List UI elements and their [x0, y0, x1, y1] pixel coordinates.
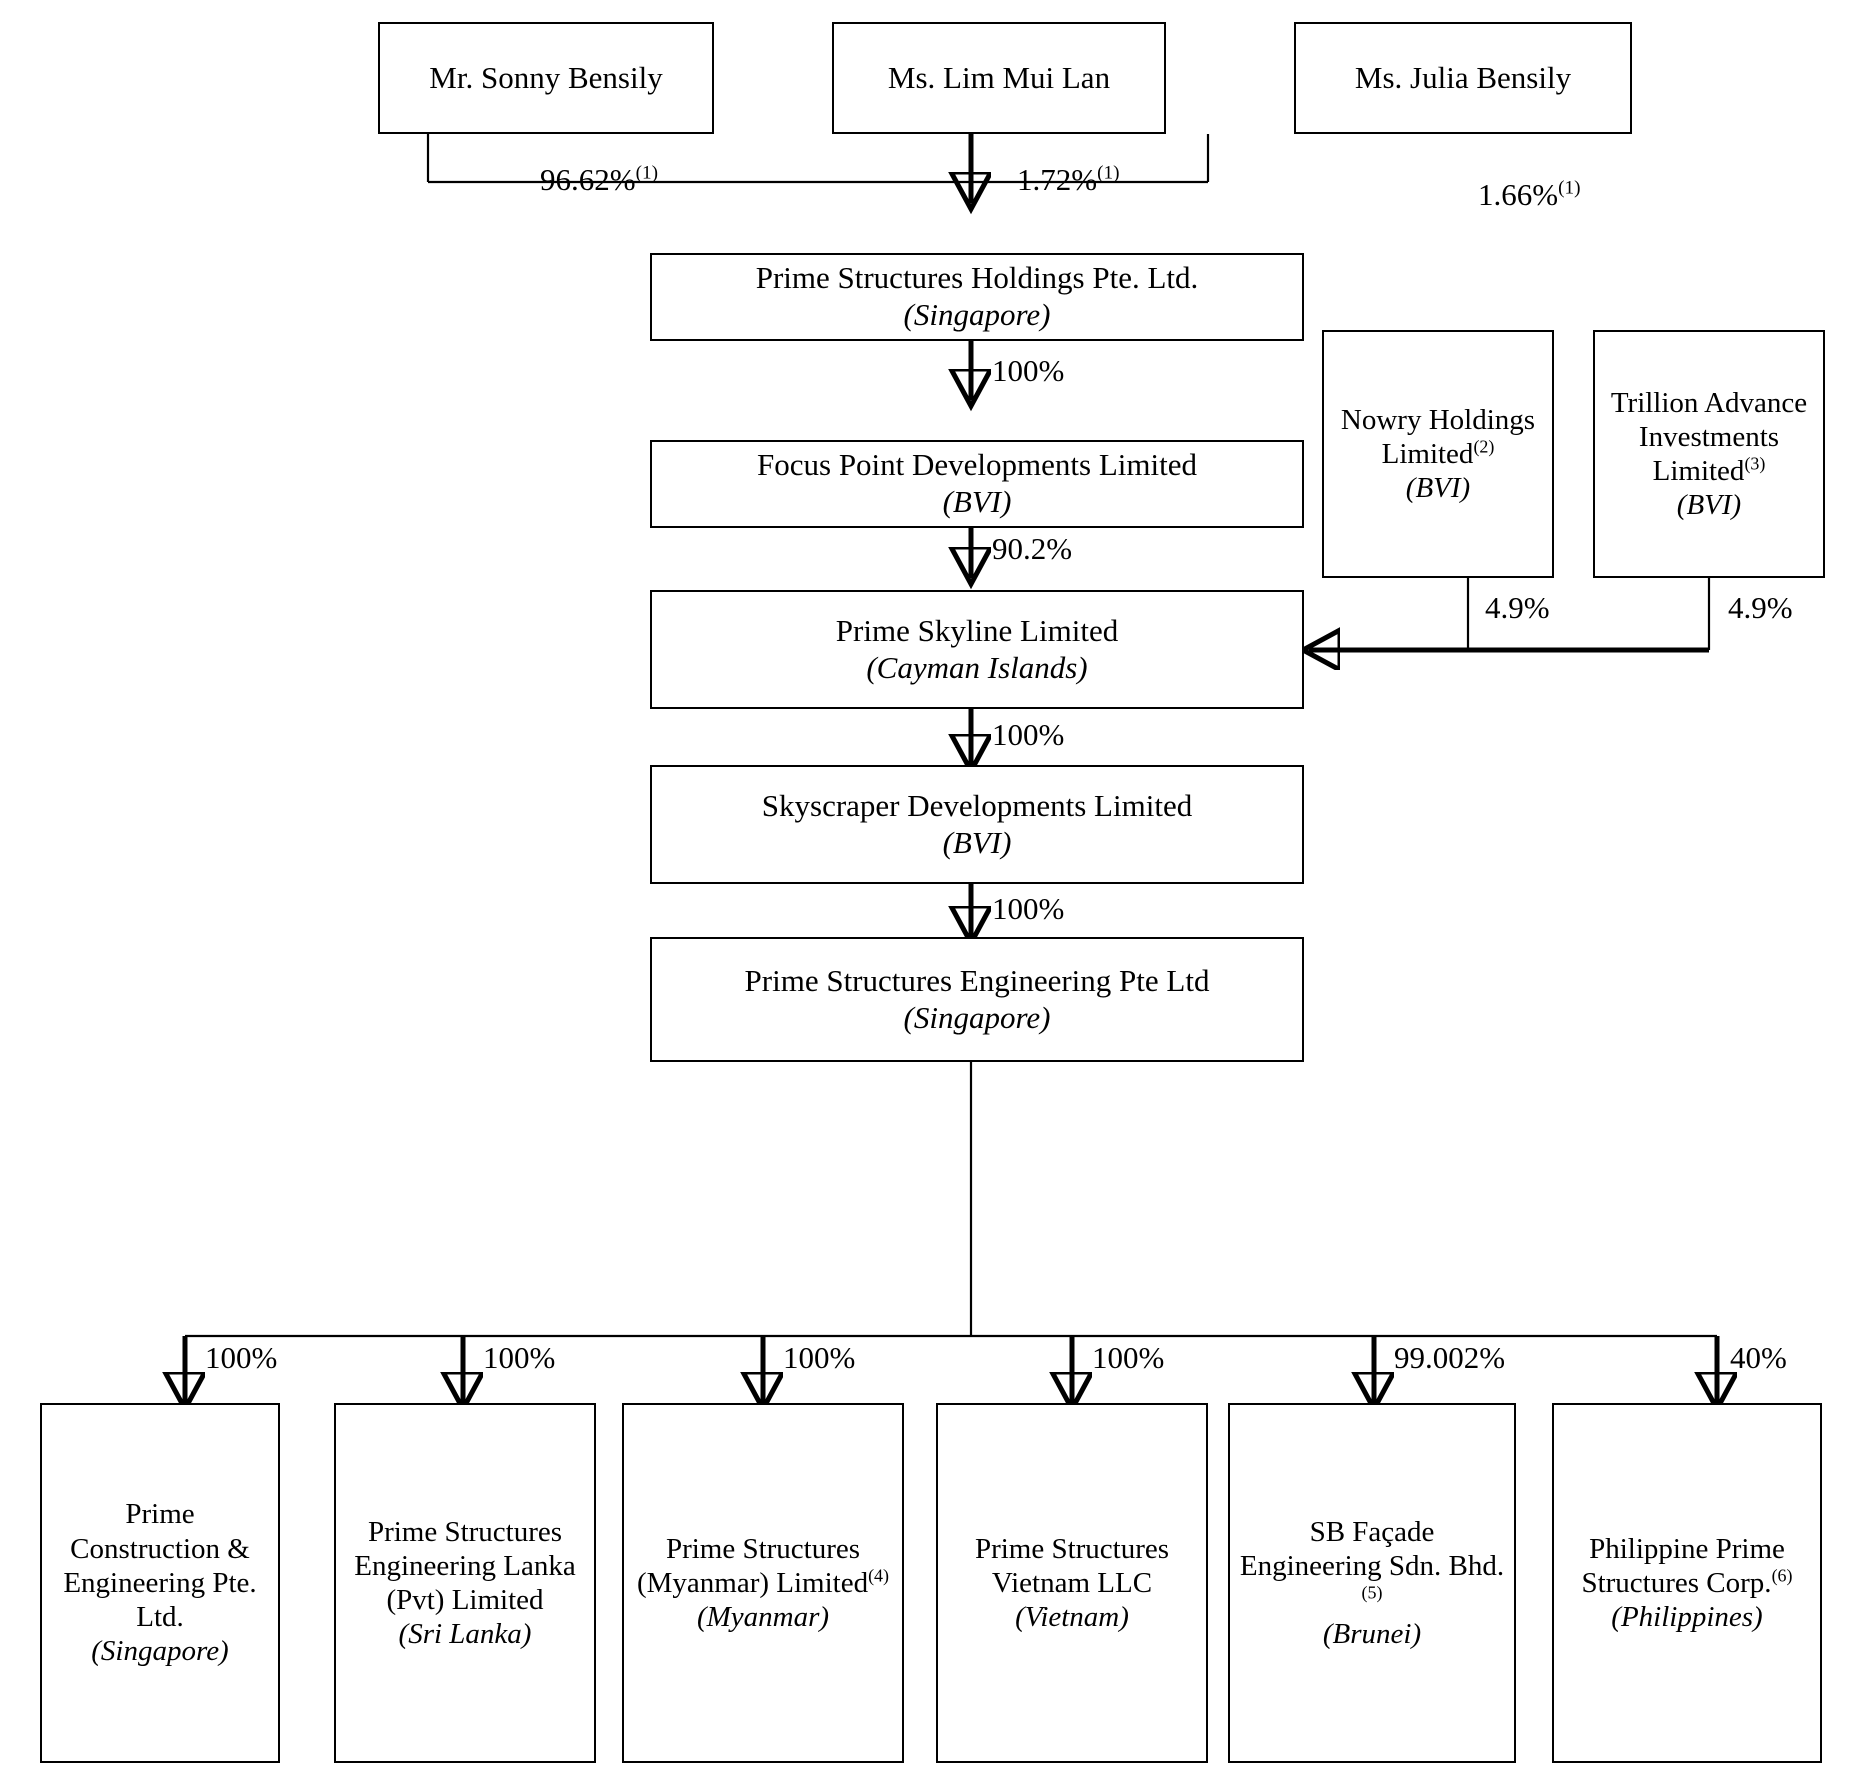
- node-jurisdiction: (Singapore): [903, 999, 1051, 1035]
- node-prime-skyline[interactable]: Prime Skyline Limited (Cayman Islands): [650, 590, 1304, 709]
- edge-label-trillion-to-skyline: 4.9%: [1728, 592, 1793, 623]
- node-jurisdiction: (Cayman Islands): [866, 649, 1088, 685]
- edge-percent: 4.9%: [1728, 590, 1793, 625]
- node-prime-structures-engineering[interactable]: Prime Structures Engineering Pte Ltd (Si…: [650, 937, 1304, 1062]
- node-jurisdiction: (BVI): [1405, 472, 1471, 505]
- edge-label-pse-to-myanmar: 100%: [783, 1342, 855, 1373]
- node-name-text: Nowry Holdings Limited: [1340, 403, 1536, 470]
- edge-label-skyscraper-to-pse: 100%: [992, 893, 1064, 924]
- node-jurisdiction: (Vietnam): [1015, 1601, 1129, 1634]
- node-footnote: (5): [1361, 1582, 1383, 1603]
- node-prime-structures-myanmar[interactable]: Prime Structures (Myanmar) Limited(4) (M…: [622, 1403, 904, 1763]
- edge-percent: 96.62%: [540, 162, 636, 197]
- edge-label-julia-to-psh: 1.66%(1): [1478, 179, 1580, 210]
- node-trillion-advance-investments[interactable]: Trillion Advance Investments Limited(3) …: [1593, 330, 1825, 578]
- edge-label-pse-to-vietnam: 100%: [1092, 1342, 1164, 1373]
- edge-label-nowry-to-skyline: 4.9%: [1485, 592, 1550, 623]
- node-sb-facade-engineering[interactable]: SB Façade Engineering Sdn. Bhd.(5) (Brun…: [1228, 1403, 1516, 1763]
- edge-percent: 100%: [483, 1340, 556, 1375]
- node-footnote: (6): [1771, 1565, 1793, 1586]
- edge-footnote: (1): [1558, 177, 1581, 199]
- edge-footnote: (1): [635, 162, 658, 184]
- edge-percent: 40%: [1730, 1340, 1787, 1375]
- node-prime-structures-engineering-lanka[interactable]: Prime Structures Engineering Lanka (Pvt)…: [334, 1403, 596, 1763]
- node-sonny-bensily[interactable]: Mr. Sonny Bensily: [378, 22, 714, 134]
- edge-label-focus-to-skyline: 90.2%: [992, 533, 1072, 564]
- node-focus-point-developments[interactable]: Focus Point Developments Limited (BVI): [650, 440, 1304, 528]
- node-label: SB Façade Engineering Sdn. Bhd.(5): [1236, 1515, 1508, 1618]
- node-jurisdiction: (Brunei): [1322, 1618, 1422, 1651]
- node-label: Prime Skyline Limited: [835, 612, 1119, 648]
- edge-label-pse-to-philippine: 40%: [1730, 1342, 1787, 1373]
- node-prime-structures-holdings[interactable]: Prime Structures Holdings Pte. Ltd. (Sin…: [650, 253, 1304, 341]
- edge-percent: 1.66%: [1478, 177, 1559, 212]
- node-name-text: Philippine Prime Structures Corp.: [1581, 1532, 1785, 1599]
- node-label: Ms. Julia Bensily: [1354, 59, 1572, 95]
- edge-percent: 100%: [205, 1340, 278, 1375]
- node-prime-structures-vietnam[interactable]: Prime Structures Vietnam LLC (Vietnam): [936, 1403, 1208, 1763]
- edge-label-pse-to-pce: 100%: [205, 1342, 277, 1373]
- node-label: Focus Point Developments Limited: [757, 447, 1197, 483]
- edge-percent: 4.9%: [1485, 590, 1550, 625]
- node-jurisdiction: (BVI): [942, 824, 1012, 860]
- edge-label-lim-to-psh: 1.72%(1): [1017, 164, 1119, 195]
- node-name-text: Prime Structures (Myanmar) Limited: [636, 1532, 869, 1599]
- node-jurisdiction: (Myanmar): [696, 1601, 830, 1634]
- edge-percent: 1.72%: [1017, 162, 1098, 197]
- node-skyscraper-developments[interactable]: Skyscraper Developments Limited (BVI): [650, 765, 1304, 884]
- edge-label-pse-to-sbfacade: 99.002%: [1394, 1342, 1505, 1373]
- node-label: Prime Structures Engineering Lanka (Pvt)…: [354, 1515, 576, 1616]
- node-julia-bensily[interactable]: Ms. Julia Bensily: [1294, 22, 1632, 134]
- node-prime-construction-engineering[interactable]: Prime Construction & Engineering Pte. Lt…: [40, 1403, 280, 1763]
- node-jurisdiction: (BVI): [942, 484, 1012, 519]
- node-label: Trillion Advance Investments Limited(3): [1601, 386, 1817, 489]
- edge-percent: 100%: [1092, 1340, 1165, 1375]
- edge-label-sonny-to-psh: 96.62%(1): [540, 164, 658, 195]
- node-philippine-prime-structures[interactable]: Philippine Prime Structures Corp.(6) (Ph…: [1552, 1403, 1822, 1763]
- node-label: Philippine Prime Structures Corp.(6): [1560, 1532, 1814, 1600]
- edge-label-skyline-to-skyscraper: 100%: [992, 719, 1064, 750]
- node-label: Prime Construction & Engineering Pte. Lt…: [63, 1498, 257, 1634]
- node-label: Ms. Lim Mui Lan: [887, 59, 1111, 95]
- edge-footnote: (1): [1097, 162, 1120, 184]
- node-label: Prime Structures Holdings Pte. Ltd.: [755, 260, 1199, 296]
- edge-percent: 90.2%: [992, 531, 1073, 566]
- node-footnote: (4): [868, 1565, 890, 1586]
- node-jurisdiction: (Singapore): [91, 1635, 229, 1668]
- node-footnote: (3): [1744, 453, 1766, 474]
- edge-percent: 100%: [783, 1340, 856, 1375]
- node-nowry-holdings[interactable]: Nowry Holdings Limited(2) (BVI): [1322, 330, 1554, 578]
- node-name-text: SB Façade Engineering Sdn. Bhd.: [1239, 1515, 1505, 1582]
- node-jurisdiction: (Singapore): [903, 297, 1051, 332]
- node-name-text: Trillion Advance Investments Limited: [1610, 386, 1808, 487]
- edge-percent: 100%: [992, 891, 1065, 926]
- edge-percent: 100%: [992, 353, 1065, 388]
- node-label: Prime Structures (Myanmar) Limited(4): [630, 1532, 896, 1600]
- node-label: Mr. Sonny Bensily: [429, 59, 663, 95]
- node-label: Skyscraper Developments Limited: [761, 787, 1193, 823]
- node-lim-mui-lan[interactable]: Ms. Lim Mui Lan: [832, 22, 1166, 134]
- node-footnote: (2): [1473, 436, 1495, 457]
- node-label: Prime Structures Engineering Pte Ltd: [744, 962, 1210, 998]
- node-jurisdiction: (BVI): [1676, 489, 1742, 522]
- node-jurisdiction: (Philippines): [1611, 1601, 1763, 1634]
- edge-label-pse-to-lanka: 100%: [483, 1342, 555, 1373]
- edge-percent: 100%: [992, 717, 1065, 752]
- node-label: Nowry Holdings Limited(2): [1330, 403, 1546, 471]
- node-jurisdiction: (Sri Lanka): [398, 1618, 532, 1651]
- edge-label-psh-to-focus: 100%: [992, 355, 1064, 386]
- edge-percent: 99.002%: [1394, 1340, 1506, 1375]
- node-label: Prime Structures Vietnam LLC: [974, 1532, 1170, 1599]
